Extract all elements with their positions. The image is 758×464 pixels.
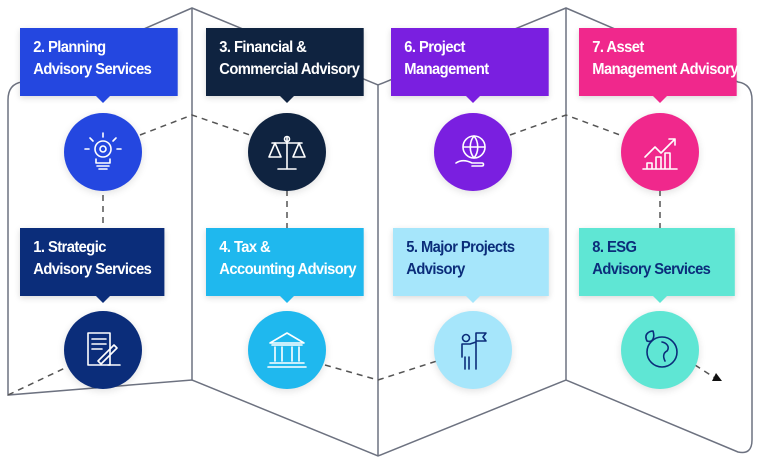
- arrowhead-icon: [712, 373, 722, 381]
- scales-icon: [268, 135, 306, 170]
- service-icon-circle: [434, 113, 512, 191]
- card-pointer: [95, 95, 111, 103]
- card-pointer: [465, 95, 481, 103]
- service-title-line2: Accounting Advisory: [219, 261, 357, 278]
- leaf-globe-icon: [645, 330, 678, 368]
- service-title-line1: 2. Planning: [33, 39, 106, 56]
- service-title-line2: Commercial Advisory: [219, 61, 360, 78]
- card-pointer: [652, 295, 668, 303]
- service-icon-circle: [621, 113, 699, 191]
- service-title-line2: Advisory Services: [33, 61, 152, 78]
- service-icon-circle: [64, 311, 142, 389]
- service-title-line1: 6. Project: [404, 39, 465, 56]
- card-pointer: [95, 295, 111, 303]
- service-title-line1: 4. Tax &: [219, 239, 271, 256]
- service-title-line2: Advisory Services: [33, 261, 152, 278]
- person-flag-icon: [461, 332, 487, 370]
- service-icon-circle: [434, 311, 512, 389]
- globe-hand-icon: [455, 135, 486, 167]
- service-title-line1: 8. ESG: [592, 239, 637, 256]
- service-title-line1: 5. Major Projects: [406, 239, 515, 256]
- service-title-line1: 1. Strategic: [33, 239, 106, 256]
- card-pointer: [465, 295, 481, 303]
- service-card-3: 3. Financial & Commercial Advisory: [206, 28, 364, 96]
- service-title-line1: 3. Financial &: [219, 39, 307, 56]
- service-title-line2: Advisory: [406, 261, 465, 278]
- service-icon-circle: [64, 113, 142, 191]
- service-icon-circle: [621, 311, 699, 389]
- card-pointer: [279, 95, 295, 103]
- service-icon-circle: [248, 113, 326, 191]
- service-title-line2: Management: [404, 61, 489, 78]
- service-title-line1: 7. Asset: [592, 39, 644, 56]
- service-title-line2: Advisory Services: [592, 261, 711, 278]
- document-signing-icon: [87, 332, 121, 366]
- bank-icon: [267, 332, 307, 368]
- service-card-4: 4. Tax & Accounting Advisory: [206, 228, 364, 296]
- card-pointer: [652, 95, 668, 103]
- service-title-line2: Management Advisory: [592, 61, 739, 78]
- service-card-8: 8. ESG Advisory Services: [579, 228, 735, 296]
- lightbulb-gear-icon: [84, 132, 122, 170]
- service-icon-circle: [248, 311, 326, 389]
- card-pointer: [279, 295, 295, 303]
- growth-chart-icon: [642, 138, 678, 170]
